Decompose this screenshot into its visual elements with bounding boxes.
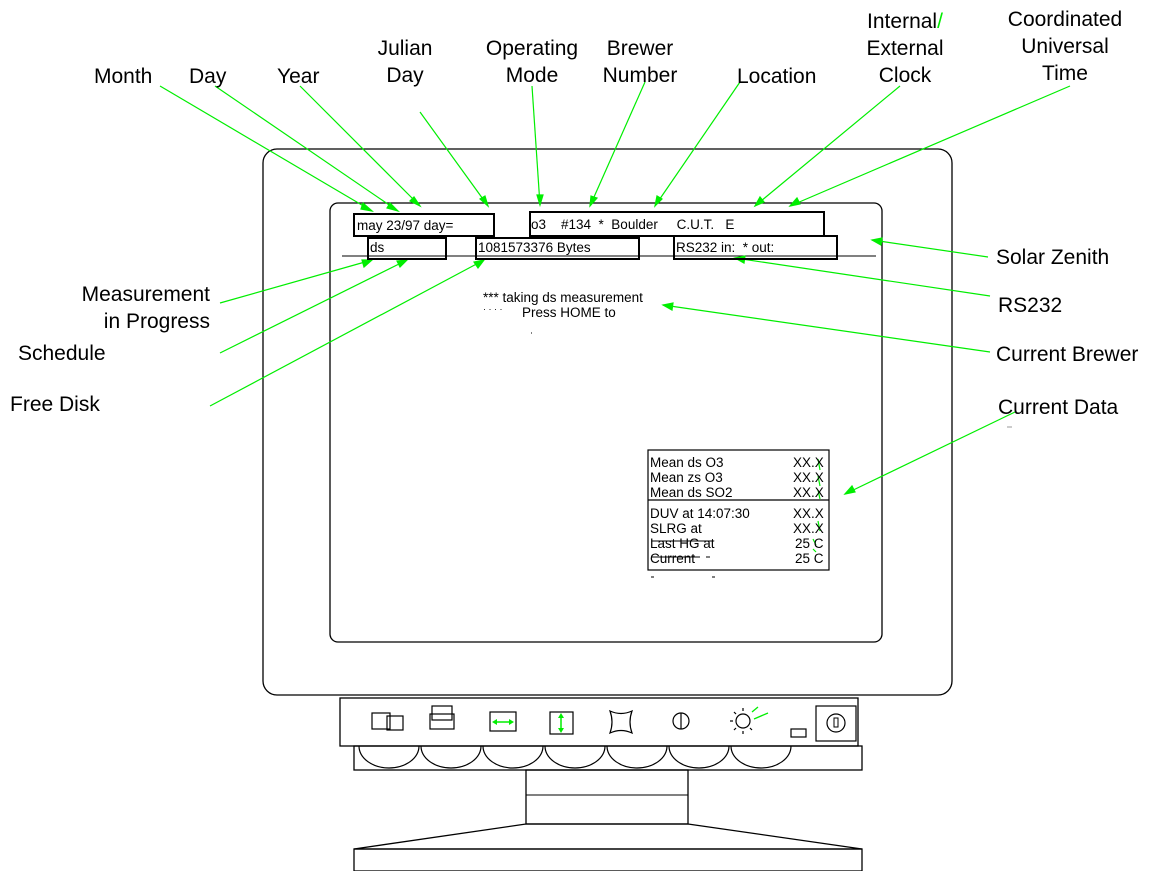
data-row: Last HG at 25 C: [650, 536, 830, 551]
label-schedule: Schedule: [18, 342, 106, 365]
label-julian-day: Julian Day: [365, 35, 445, 89]
data-row-label: Mean ds SO2: [650, 485, 733, 500]
measurement-field: ds: [370, 240, 385, 255]
stand-base: [353, 848, 863, 871]
label-current-data: Current Data: [998, 396, 1119, 419]
label-brewer-number: Brewer Number: [585, 35, 695, 89]
power-led: [790, 728, 807, 738]
contrast-icon: [672, 712, 690, 730]
leader-free-disk: [209, 259, 485, 407]
data-row-label: SLRG at: [650, 521, 702, 536]
label-operating-mode-line1: Operating: [485, 37, 579, 60]
leader-current-brewer: [662, 304, 991, 353]
leader-location: [654, 81, 741, 207]
message-dots: · · · ·: [483, 304, 503, 314]
data-row-label: Mean ds O3: [650, 455, 724, 470]
label-solar-zenith: Solar Zenith: [996, 246, 1110, 269]
data-row-value: XX.X: [793, 506, 824, 521]
label-year: Year: [277, 65, 320, 88]
vertical-position-icon: [429, 705, 455, 730]
data-row: Mean zs O3 XX.X: [650, 470, 830, 485]
disk-field: 1081573376 Bytes: [478, 240, 591, 255]
horizontal-position-icon: [371, 712, 404, 731]
label-measurement-line1: Measurement: [81, 283, 210, 306]
leader-brewer-number: [589, 81, 646, 207]
label-current-brewer: Current Brewer: [996, 343, 1139, 366]
leader-schedule: [219, 259, 408, 354]
leader-rs232: [734, 257, 991, 297]
label-julian-day-line2: Day: [386, 64, 424, 87]
data-row: Current 25 C: [650, 551, 830, 566]
label-free-disk: Free Disk: [10, 393, 100, 416]
leader-operating-mode: [531, 85, 541, 206]
pincushion-icon: [608, 709, 634, 735]
label-utc: Coordinated Universal Time: [990, 6, 1140, 87]
data-row: SLRG at XX.X: [650, 521, 830, 536]
data-row-label: DUV at 14:07:30: [650, 506, 750, 521]
date-field-box: [353, 213, 495, 237]
data-row-label: Last HG at: [650, 536, 715, 551]
data-row-value: 25 C: [795, 551, 824, 566]
date-field: may 23/97 day=: [357, 218, 454, 233]
data-row-value: XX.X: [793, 521, 824, 536]
label-utc-line2: Universal: [1021, 35, 1109, 58]
power-button: [815, 705, 857, 742]
leader-day: [214, 85, 399, 212]
label-day: Day: [189, 65, 227, 88]
status-field: o3 #134 * Boulder C.U.T. E: [531, 217, 735, 232]
label-operating-mode: Operating Mode: [467, 35, 597, 89]
label-utc-line1: Coordinated: [1007, 8, 1123, 31]
label-clock-line1-text: Internal/: [867, 10, 943, 33]
label-clock-line2: External: [866, 37, 944, 60]
measurement-field-box: [367, 237, 447, 260]
leader-month: [159, 85, 373, 212]
label-julian-day-line1: Julian: [377, 37, 433, 60]
leader-utc: [789, 85, 1071, 207]
leader-solar-zenith: [871, 239, 989, 258]
leader-measurement: [219, 259, 373, 304]
monitor-bezel: [262, 148, 953, 696]
rs232-field: RS232 in: * out:: [676, 240, 775, 255]
data-row-value: XX.X: [793, 455, 824, 470]
data-row: DUV at 14:07:30 XX.X: [650, 506, 830, 521]
label-clock-line3: Clock: [878, 64, 932, 87]
label-measurement-line2: in Progress: [103, 310, 210, 333]
label-clock: Internal/ External Clock: [850, 8, 960, 89]
leader-clock: [754, 85, 901, 207]
vertical-size-icon: [549, 711, 574, 735]
knob-row: [358, 745, 792, 769]
data-panel-top: Mean ds O3 XX.X Mean zs O3 XX.X Mean ds …: [650, 455, 830, 500]
monitor-screen: [329, 202, 883, 643]
data-row-value: XX.X: [793, 485, 824, 500]
leader-current-data: [844, 411, 1016, 495]
data-row: Mean ds O3 XX.X: [650, 455, 830, 470]
label-brewer-number-line1: Brewer: [606, 37, 674, 60]
data-row-label: Mean zs O3: [650, 470, 723, 485]
label-clock-slash: /: [937, 10, 943, 33]
label-utc-line3: Time: [1042, 62, 1088, 85]
leader-year: [299, 85, 421, 207]
message-line-2: Press HOME to: [522, 305, 616, 320]
leader-julian-day: [419, 111, 489, 207]
label-measurement-in-progress: Measurement in Progress: [40, 281, 210, 335]
label-clock-line1: Internal/: [850, 8, 960, 35]
rs232-field-box: [673, 235, 838, 260]
label-operating-mode-line2: Mode: [505, 64, 559, 87]
message-line-1: *** taking ds measurement: [483, 290, 643, 305]
data-row: Mean ds SO2 XX.X: [650, 485, 830, 500]
data-row-label: Current: [650, 551, 696, 566]
data-row-value: XX.X: [793, 470, 824, 485]
brightness-icon: [730, 706, 769, 734]
label-brewer-number-line2: Number: [602, 64, 678, 87]
label-month: Month: [94, 65, 153, 88]
disk-field-box: [475, 237, 640, 260]
data-panel-bottom: DUV at 14:07:30 XX.X SLRG at XX.X Last H…: [650, 506, 830, 566]
label-location: Location: [737, 65, 817, 88]
current-data-panel: [647, 449, 830, 571]
horizontal-size-icon: [489, 711, 517, 732]
data-row-value: 25 C: [795, 536, 824, 551]
label-rs232: RS232: [998, 294, 1063, 317]
